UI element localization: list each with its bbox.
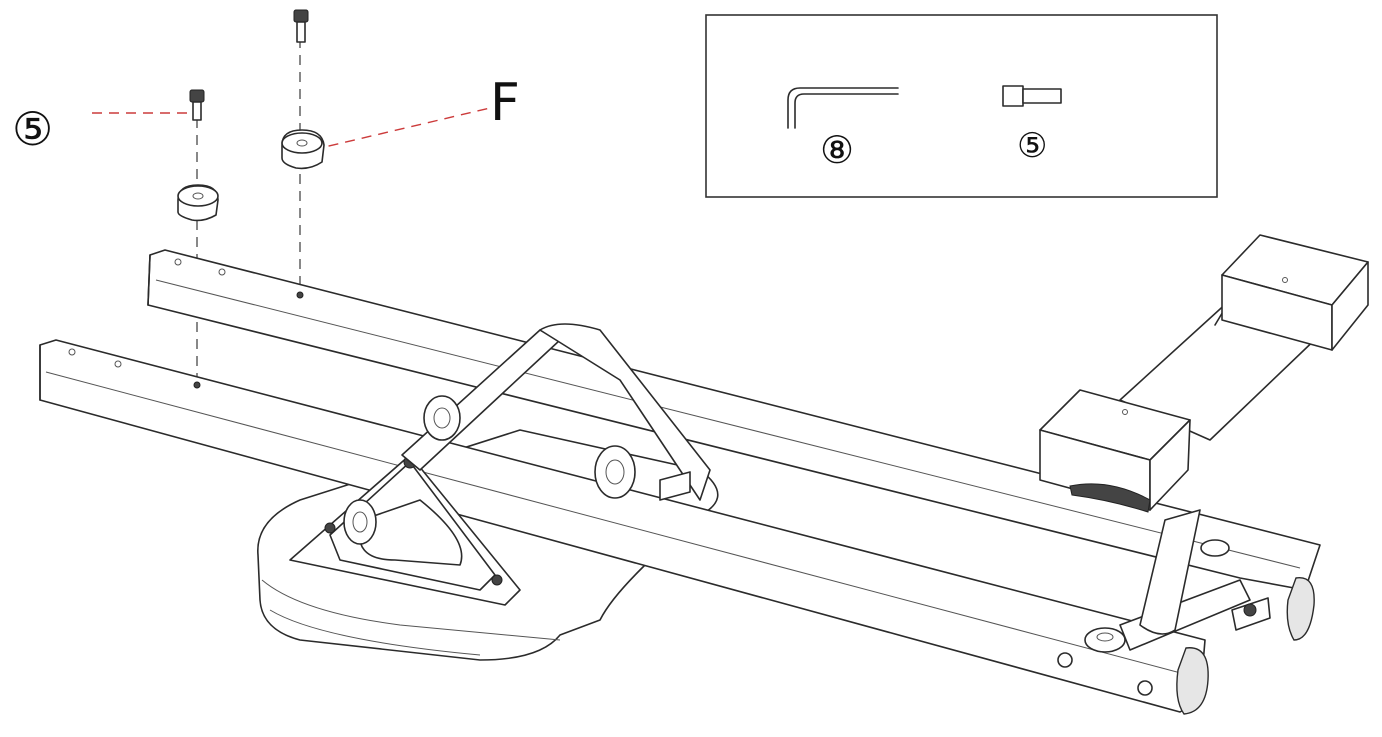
end-cap-lower	[1176, 647, 1209, 715]
rail-assembly	[39, 234, 1369, 715]
end-cap-upper	[1286, 577, 1315, 641]
spacer-upper	[281, 129, 325, 170]
bolt-callout-label: ⑤	[12, 102, 53, 156]
hardware-inset: ⑧ ⑤	[705, 14, 1218, 198]
bushing-front	[1084, 627, 1126, 653]
callout-f-leader	[311, 107, 491, 151]
inset-tool-label: ⑧	[820, 128, 854, 172]
spacer-lower	[177, 184, 219, 222]
part-letter-label: F	[490, 73, 520, 133]
roller-left	[423, 395, 461, 441]
inset-frame	[705, 14, 1218, 198]
front-stabilizer	[1039, 234, 1369, 635]
bolt-lower	[189, 89, 205, 121]
inset-bolt-label: ⑤	[1017, 126, 1047, 166]
bushing-rear	[1200, 539, 1230, 557]
bolt-icon	[1002, 85, 1062, 107]
roller-right	[594, 445, 691, 501]
bolt-upper	[293, 9, 309, 43]
hex-key-icon	[787, 87, 899, 129]
